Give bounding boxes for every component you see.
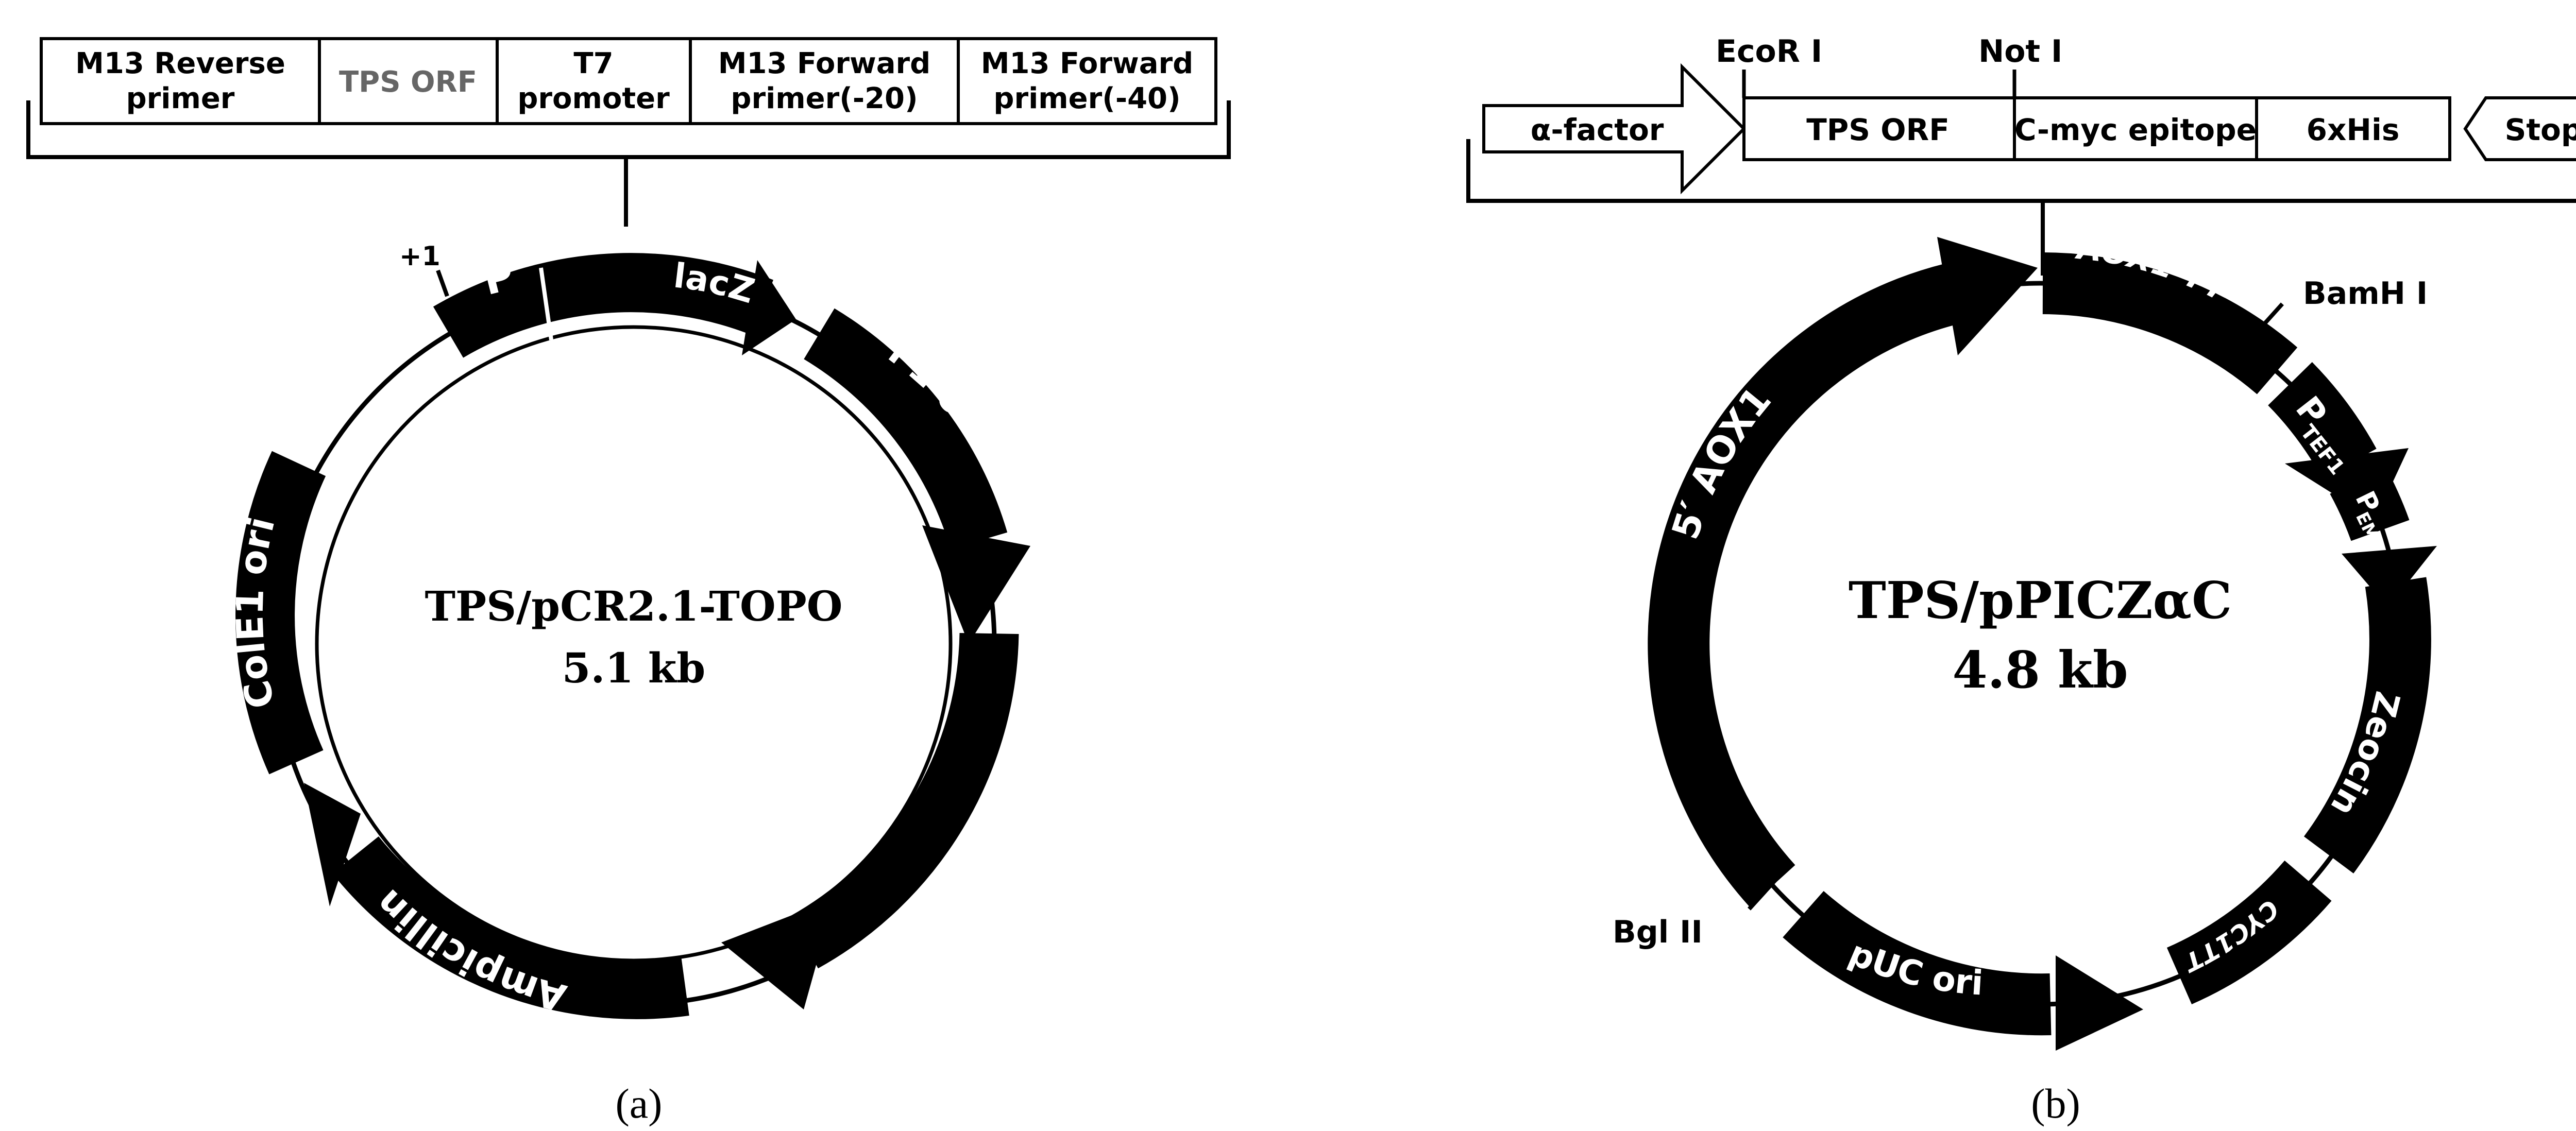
- header-label-alpha: α-factor: [1531, 112, 1664, 147]
- header-box-t7: [496, 37, 692, 125]
- site-label-ecori: EcoR I: [1716, 33, 1822, 70]
- feature-puc-ori: [1783, 890, 2052, 1036]
- feature-p-lacz: [433, 253, 773, 358]
- header-boxes-a: M13 Reverse primer TPS ORF T7 promoter M…: [40, 37, 1217, 125]
- arrowhead-f1: [922, 525, 1030, 644]
- header-label-stop: Stop: [2505, 112, 2576, 147]
- header-box-tps-orf-b: [1742, 96, 2016, 161]
- feature-f1-ori: [803, 308, 1008, 550]
- header-stop-hexagon: [2463, 96, 2576, 161]
- arrowhead-lacz: [742, 260, 796, 355]
- arrowhead-amp: [304, 783, 361, 906]
- header-alpha-factor-arrow: [1482, 63, 1747, 195]
- feature-cole1-ori: [235, 451, 326, 775]
- header-label-tps-orf: TPS ORF: [1806, 112, 1950, 147]
- header-label: TPS ORF: [339, 65, 477, 99]
- site-tick-bamhi: [2258, 302, 2284, 331]
- header-label: primer(-20): [731, 82, 918, 115]
- header-label: primer(-40): [993, 82, 1180, 115]
- arrowhead-kan: [721, 899, 835, 1009]
- site-tick-bglii: [1748, 879, 1776, 911]
- feature-cyc1-tt: [2166, 860, 2332, 1004]
- arrowheads-b: [1937, 237, 2437, 1051]
- header-label-his: 6xHis: [2307, 112, 2400, 147]
- arrowhead-puc: [2056, 955, 2143, 1051]
- header-label: T7: [573, 47, 613, 80]
- plasmid-size-a: 5.1 kb: [562, 644, 705, 692]
- feature-aox1-tt: [2042, 252, 2298, 395]
- arrowhead-pem7: [2342, 546, 2437, 608]
- header-label: primer: [126, 82, 235, 115]
- feature-ampicillin: [332, 836, 689, 1019]
- feature-ptef1: [2267, 362, 2377, 479]
- header-bracket-a: [26, 100, 1231, 159]
- site-label-noti: Not I: [1978, 33, 2062, 70]
- feature-zeocin: [2303, 577, 2431, 873]
- plasmid-size-b: 4.8 kb: [1952, 641, 2128, 700]
- header-box-m13-fwd-20: [689, 37, 960, 125]
- divider-p-lacz: [539, 267, 553, 340]
- header-label: M13 Reverse: [75, 47, 285, 80]
- header-box-tps-orf: [318, 37, 499, 125]
- arrowhead-5-aox1: [1937, 237, 2038, 355]
- caption-b: (b): [2031, 1080, 2080, 1127]
- plus-one-label: +1: [399, 241, 440, 272]
- feature-kanamycin: [789, 632, 1019, 969]
- arrowhead-ptef1: [2285, 448, 2409, 520]
- header-box-m13-fwd-40: [957, 37, 1217, 125]
- plasmid-title-b: TPS/pPICZαC: [1849, 571, 2232, 630]
- features-a: [235, 253, 1019, 1019]
- header-label-cmyc: C-myc epitope: [2014, 112, 2257, 147]
- caption-a: (a): [615, 1080, 662, 1127]
- plus-one-tick: [436, 269, 449, 297]
- site-label-bglii: Bgl II: [1613, 914, 1703, 950]
- feature-5-aox1: [1648, 263, 1960, 907]
- header-box-cmyc: [2013, 96, 2258, 161]
- panel-a: M13 Reverse primer TPS ORF T7 promoter M…: [26, 37, 1231, 1127]
- plasmid-title-a: TPS/pCR2.1-TOPO: [425, 582, 843, 630]
- header-box-his: [2255, 96, 2451, 161]
- header-label: M13 Forward: [718, 47, 930, 80]
- header-label: promoter: [517, 82, 670, 115]
- header-label: M13 Forward: [981, 47, 1193, 80]
- header-bracket-b: [1466, 139, 2576, 203]
- arrowheads-a: [304, 260, 1030, 1009]
- panel-b: EcoR I Not I α-factor TPS ORF C-myc epit…: [1466, 33, 2576, 1127]
- site-label-bamhi: BamH I: [2303, 276, 2428, 312]
